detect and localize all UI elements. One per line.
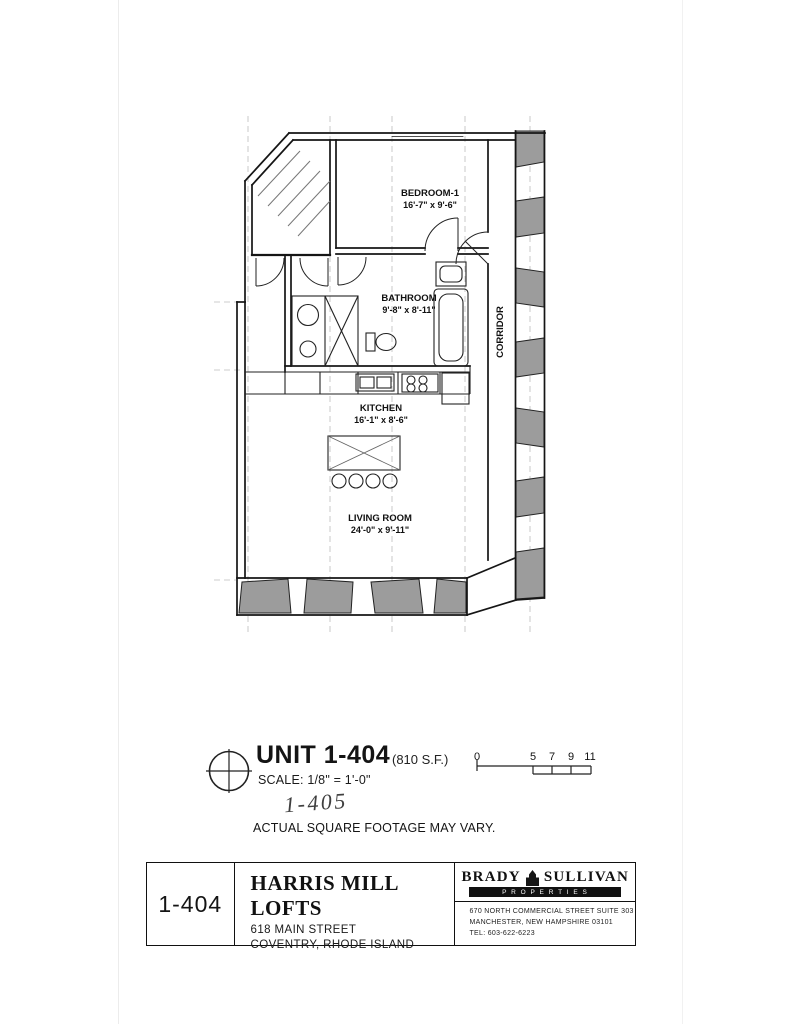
kitchen-island	[327, 435, 401, 489]
door-swings	[255, 217, 489, 287]
stone-wall-right	[515, 130, 545, 600]
firm-address: 670 NORTH COMMERCIAL STREET SUITE 303 MA…	[455, 902, 635, 940]
closet-hatch	[257, 150, 331, 237]
bedroom-label: BEDROOM-1	[401, 188, 460, 199]
corridor-label: CORRIDOR	[495, 306, 506, 358]
living-room-label: LIVING ROOM	[348, 513, 412, 524]
firm-properties-bar: P R O P E R T I E S	[469, 887, 622, 897]
kitchen-fixtures	[245, 366, 471, 405]
square-footage-disclaimer: ACTUAL SQUARE FOOTAGE MAY VARY.	[253, 821, 496, 835]
bathroom-fixtures	[291, 261, 469, 367]
scale-tick-5: 5	[530, 751, 536, 763]
scale-tick-9: 9	[568, 751, 574, 763]
scale-tick-11: 11	[584, 751, 595, 763]
property-name: HARRIS MILL LOFTS	[250, 871, 398, 920]
bathroom-label: BATHROOM	[381, 293, 436, 304]
property-street: 618 MAIN STREET	[250, 924, 357, 936]
firm-addr-line1: 670 NORTH COMMERCIAL STREET SUITE 303	[469, 908, 634, 915]
handwritten-unit-note: 1-405	[283, 787, 349, 818]
firm-name-sullivan: SULLIVAN	[543, 869, 629, 885]
kitchen-label: KITCHEN	[360, 403, 402, 414]
stone-wall-bottom	[238, 578, 467, 614]
scan-artifact-left	[118, 0, 119, 1024]
unit-area: (810 S.F.)	[392, 752, 449, 767]
firm-logo: BRADY SULLIVAN P R O P E R T I E S	[455, 863, 635, 902]
scale-note: SCALE: 1/8" = 1'-0"	[258, 773, 371, 787]
scale-tick-7: 7	[549, 751, 555, 763]
unit-title: UNIT 1-404	[256, 741, 391, 769]
scan-artifact-right	[682, 0, 683, 1024]
kitchen-dims: 16'-1" x 8'-6"	[354, 415, 408, 425]
property-city: COVENTRY, RHODE ISLAND	[250, 939, 415, 951]
property-info: HARRIS MILL LOFTS 618 MAIN STREET COVENT…	[235, 863, 456, 951]
bathroom-dims: 9'-8" x 8'-11"	[382, 305, 435, 315]
scale-bar	[476, 760, 592, 775]
living-room-dims: 24'-0" x 9'-11"	[351, 525, 409, 535]
firm-name-brady: BRADY	[461, 869, 521, 885]
walls	[236, 130, 546, 617]
firm-addr-line3: TEL: 603-622-6223	[469, 929, 535, 937]
scale-tick-0: 0	[474, 751, 480, 763]
compass-icon	[206, 749, 252, 793]
bedroom-dims: 16'-7" x 9'-6"	[403, 200, 457, 210]
mill-tower-icon	[525, 870, 539, 886]
firm-addr-line2: MANCHESTER, NEW HAMPSHIRE 03101	[469, 918, 613, 926]
firm-name-row: BRADY SULLIVAN	[461, 869, 629, 886]
firm-block: BRADY SULLIVAN P R O P E R T I E S 670 N…	[455, 863, 635, 945]
title-block: 1-404 HARRIS MILL LOFTS 618 MAIN STREET …	[146, 862, 636, 951]
title-block-unit-number: 1-404	[147, 863, 235, 945]
